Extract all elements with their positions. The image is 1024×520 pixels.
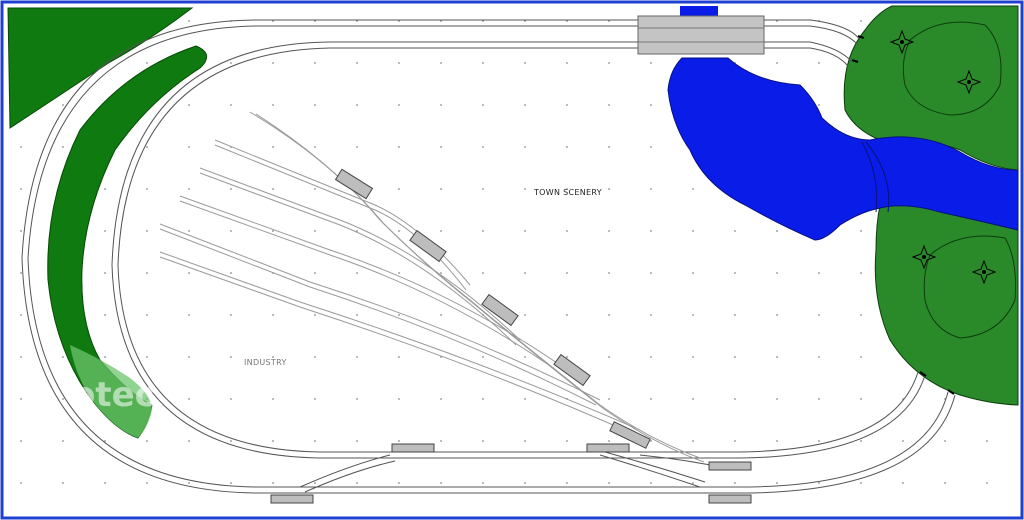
bridge-ticks bbox=[851, 35, 955, 395]
yard-cars bbox=[270, 168, 752, 504]
river-seam bbox=[861, 141, 878, 213]
tree-icon bbox=[889, 29, 915, 55]
tree-icon bbox=[956, 69, 982, 95]
industry-label: INDUSTRY bbox=[244, 358, 287, 367]
tree-icon bbox=[971, 259, 997, 285]
river-seam-2 bbox=[865, 141, 890, 213]
grass-left-strip-lower bbox=[70, 345, 152, 438]
main-loop-inner bbox=[111, 41, 926, 459]
river bbox=[667, 57, 1019, 241]
hill-contour-1 bbox=[902, 21, 1002, 116]
watermark: otec bbox=[72, 375, 155, 415]
river-outlet-top bbox=[680, 6, 718, 18]
grass-right-upper bbox=[843, 5, 1019, 171]
main-loop-outer bbox=[21, 19, 956, 494]
tree-icon bbox=[911, 244, 937, 270]
hill-contour-2 bbox=[923, 235, 1017, 339]
town-scenery-label: TOWN SCENERY bbox=[533, 188, 602, 197]
station-platform-top bbox=[637, 15, 765, 55]
